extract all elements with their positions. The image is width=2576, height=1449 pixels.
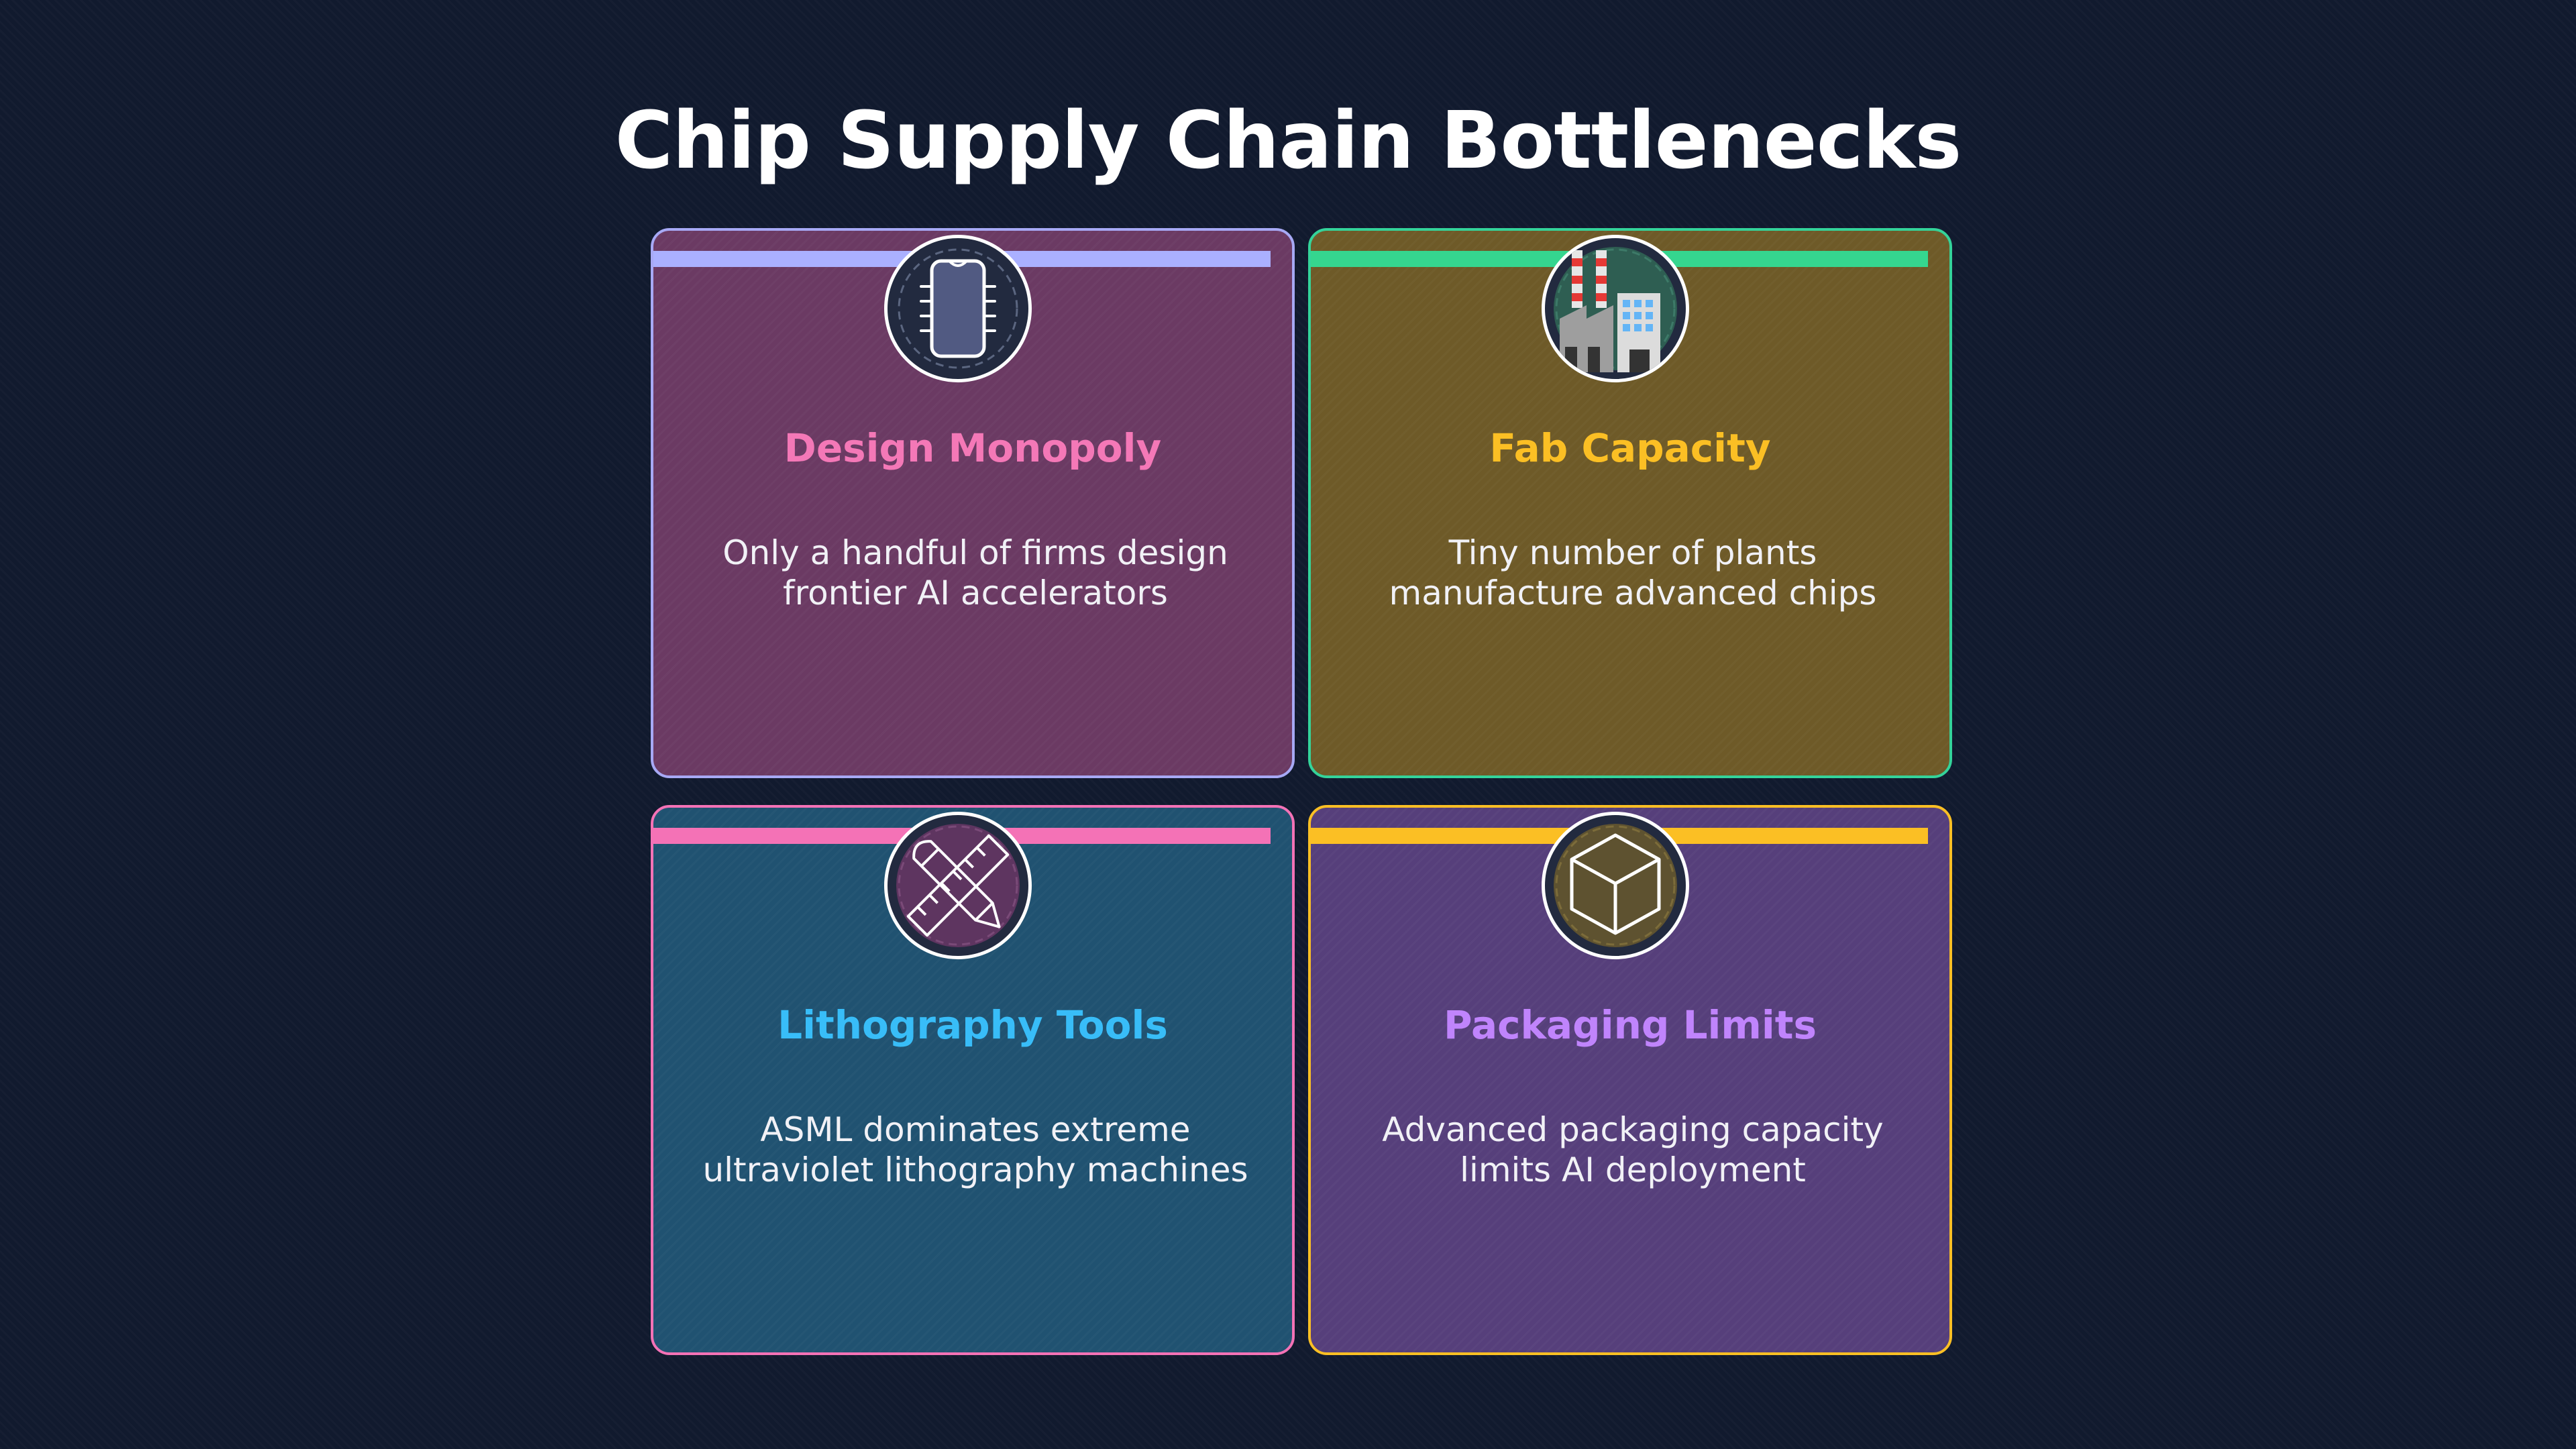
card-title: Design Monopoly [784,425,1162,471]
card-title: Fab Capacity [1489,425,1771,471]
card-description: Tiny number of plants manufacture advanc… [1389,533,1877,612]
card-description: ASML dominates extreme ultraviolet litho… [702,1110,1248,1189]
page-title: Chip Supply Chain Bottlenecks [614,94,1962,186]
card-description: Advanced packaging capacity limits AI de… [1382,1110,1884,1189]
factory-icon [1542,235,1689,382]
card-title: Packaging Limits [1444,1002,1817,1048]
card-title: Lithography Tools [777,1002,1168,1048]
chip-icon [884,235,1032,382]
ruler-pencil-icon [884,812,1032,959]
package-icon [1542,812,1689,959]
card-description: Only a handful of firms design frontier … [722,533,1228,612]
